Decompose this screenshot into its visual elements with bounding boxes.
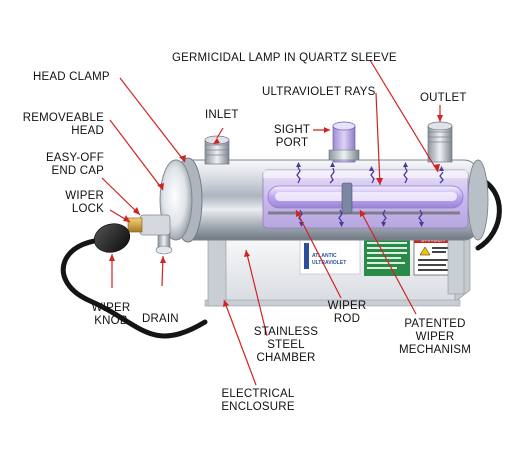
leader-arrowheads bbox=[109, 115, 443, 307]
svg-text:DANGER: DANGER bbox=[421, 238, 445, 244]
left-power-cable bbox=[60, 237, 208, 339]
label-germicidal-lamp: GERMICIDAL LAMP IN QUARTZ SLEEVE bbox=[172, 52, 397, 64]
label-outlet: OUTLET bbox=[420, 92, 467, 104]
outlet-port bbox=[427, 121, 453, 163]
germicidal-lamp bbox=[275, 192, 457, 201]
label-ultraviolet-rays: ULTRAVIOLET RAYS bbox=[262, 86, 376, 98]
label-wiper-knob: WIPER KNOB bbox=[91, 302, 131, 327]
label-head-clamp: HEAD CLAMP bbox=[33, 71, 110, 83]
danger-label: DANGER bbox=[413, 234, 453, 276]
svg-text:ULTRAVIOLET: ULTRAVIOLET bbox=[312, 260, 346, 266]
label-electrical-enclosure: ELECTRICAL ENCLOSURE bbox=[221, 388, 295, 413]
label-easy-off-end-cap: EASY-OFF END CAP bbox=[45, 152, 104, 177]
label-wiper-lock: WIPER LOCK bbox=[65, 190, 104, 215]
uv-ray-arrows bbox=[296, 166, 444, 223]
label-drain: DRAIN bbox=[142, 313, 179, 325]
label-inlet: INLET bbox=[205, 109, 239, 121]
svg-text:ATLANTIC: ATLANTIC bbox=[312, 253, 337, 259]
label-sight-port: SIGHT PORT bbox=[273, 124, 311, 149]
wiper-lock-collar bbox=[127, 217, 143, 233]
stainless-chamber bbox=[177, 159, 489, 241]
label-removeable-head: REMOVEABLE HEAD bbox=[22, 112, 104, 137]
label-wiper-rod: WIPER ROD bbox=[327, 300, 367, 325]
wiper-ring bbox=[341, 182, 353, 214]
enclosure-nameplate: ATLANTIC ULTRAVIOLET bbox=[299, 237, 361, 275]
label-patented-wiper-mechanism: PATENTED WIPER MECHANISM bbox=[398, 318, 472, 356]
sight-port bbox=[328, 121, 360, 163]
wiper-knob bbox=[93, 223, 131, 253]
spec-label bbox=[364, 238, 410, 276]
easy-off-end-cap bbox=[127, 214, 171, 236]
drain-valve bbox=[155, 231, 173, 255]
label-stainless-steel-chamber: STAINLESS STEEL CHAMBER bbox=[253, 326, 319, 364]
